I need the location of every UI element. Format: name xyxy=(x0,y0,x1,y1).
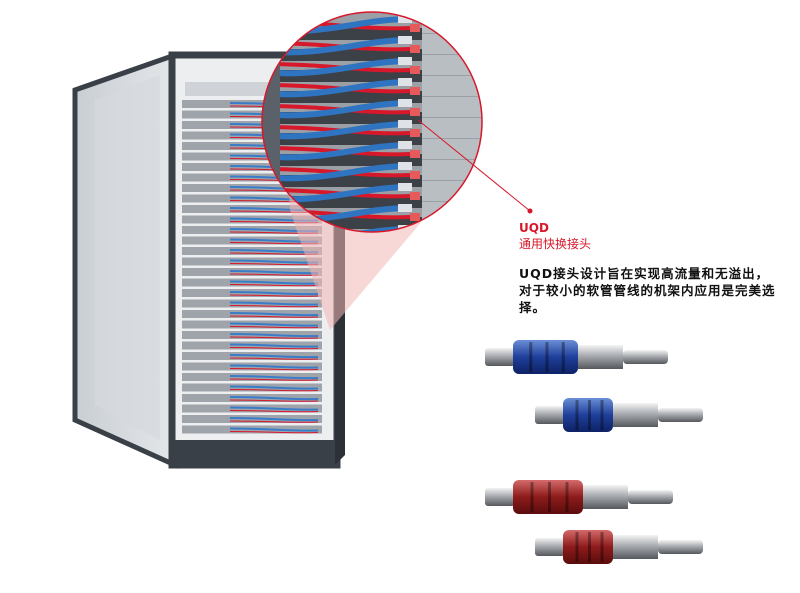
quick-connector xyxy=(398,183,412,191)
quick-connector xyxy=(398,141,412,149)
quick-connector xyxy=(398,36,412,44)
callout-line xyxy=(417,119,531,212)
quick-connector xyxy=(398,99,412,107)
callout-dot xyxy=(527,208,533,214)
quick-connector xyxy=(398,162,412,170)
callout-subtitle: 通用快换接头 xyxy=(519,237,592,251)
quick-connector xyxy=(398,57,412,65)
quick-connector xyxy=(398,15,412,23)
quick-connector xyxy=(398,78,412,86)
callout-title: UQD xyxy=(519,221,549,235)
callout-description: UQD接头设计旨在实现高流量和无溢出，对于较小的软管管线的机架内应用是完美选择。 xyxy=(519,266,776,315)
blue-connector-small xyxy=(535,398,703,432)
red-connector-large xyxy=(485,480,673,514)
uqd-connectors xyxy=(485,340,703,564)
quick-connector xyxy=(398,120,412,128)
blue-connector-large xyxy=(485,340,668,374)
red-connector-small xyxy=(535,530,703,564)
quick-connector xyxy=(398,204,412,212)
magnified-view xyxy=(261,11,533,233)
